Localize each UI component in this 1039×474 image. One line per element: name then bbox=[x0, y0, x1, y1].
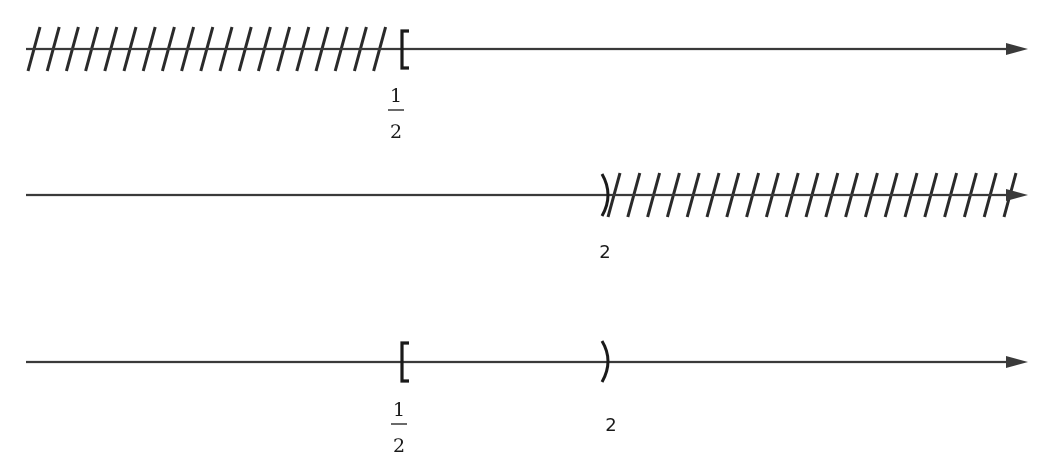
number-line-3: 1 2 2 bbox=[26, 340, 1028, 457]
arrow-right-icon bbox=[1006, 189, 1028, 201]
fraction-denominator: 2 bbox=[390, 121, 402, 143]
fraction-numerator: 1 bbox=[390, 85, 402, 107]
number-line-2: 2 bbox=[26, 172, 1028, 263]
point-label-two: 2 bbox=[599, 242, 610, 263]
open-paren-right bbox=[600, 173, 610, 217]
fraction-numerator: 1 bbox=[393, 399, 405, 421]
open-paren-right bbox=[600, 340, 610, 383]
point-label-two: 2 bbox=[605, 415, 616, 436]
point-label-one-half: 1 2 bbox=[391, 399, 407, 457]
fraction-denominator: 2 bbox=[393, 435, 405, 457]
point-label-one-half: 1 2 bbox=[388, 85, 404, 143]
arrow-right-icon bbox=[1006, 43, 1028, 55]
closed-bracket-left bbox=[400, 29, 409, 70]
arrow-right-icon bbox=[1006, 356, 1028, 368]
closed-bracket-left bbox=[400, 341, 409, 383]
number-line-1: 1 2 bbox=[26, 26, 1028, 143]
